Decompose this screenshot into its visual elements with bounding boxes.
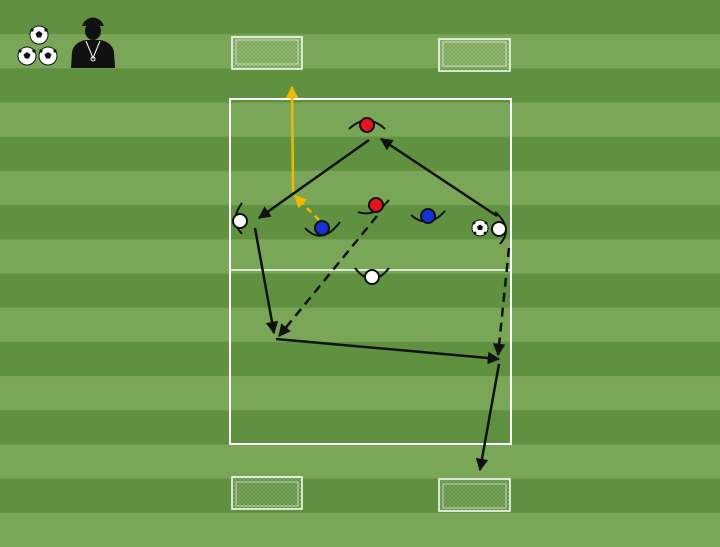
- movement-arrows: [253, 85, 511, 472]
- grass-stripe: [0, 444, 720, 479]
- coach-silhouette-icon: [71, 17, 115, 68]
- grass-stripe: [0, 307, 720, 342]
- soccer-ball-icon: [29, 25, 49, 45]
- player-red-1: [348, 117, 386, 133]
- player-white-center: [354, 267, 390, 285]
- player-white-left: [232, 202, 248, 235]
- player-blue-1: [304, 220, 341, 237]
- player-white-right: [491, 211, 507, 245]
- grass-stripe: [0, 239, 720, 274]
- dribble-arrow: [475, 363, 501, 472]
- dashed-run-arrow: [492, 247, 511, 357]
- grass-stripe: [0, 170, 720, 206]
- goal-top-right: [438, 38, 511, 72]
- goal-bottom-right: [438, 478, 511, 512]
- run-arrow: [253, 227, 279, 335]
- grass-stripe: [0, 34, 720, 69]
- grass-stripe: [0, 102, 720, 137]
- soccer-ball-icon: [17, 46, 37, 66]
- field-boundary: [229, 98, 512, 445]
- yellow-dashed-arrow: [294, 195, 320, 221]
- grass-stripe: [0, 512, 720, 547]
- ball-pile: [17, 25, 58, 66]
- yellow-run-arrow: [285, 85, 299, 193]
- pass-arrow: [275, 337, 501, 365]
- player-red-2: [357, 197, 390, 215]
- player-blue-2: [410, 208, 446, 224]
- soccer-ball-icon: [38, 46, 58, 66]
- dashed-run-arrow: [278, 215, 378, 337]
- grass-stripe: [0, 376, 720, 411]
- goal-bottom-left: [231, 476, 303, 510]
- pass-arrow: [379, 137, 498, 218]
- goal-top-left: [231, 36, 303, 70]
- pass-arrow: [257, 138, 370, 220]
- soccer-ball-icon: [471, 219, 489, 237]
